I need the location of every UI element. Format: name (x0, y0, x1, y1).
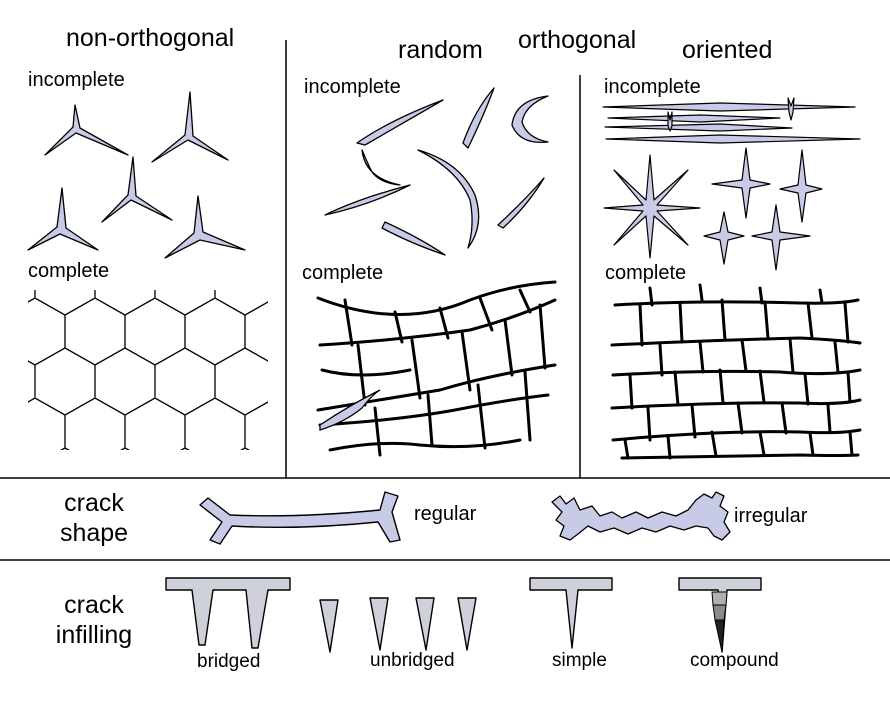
label-unbridged: unbridged (370, 650, 455, 671)
random-scattered-cracks (324, 87, 549, 256)
row-label-crack-infilling-line1: crack (64, 591, 124, 619)
tri-star-2 (151, 91, 229, 163)
header-non-orthogonal: non-orthogonal (66, 24, 235, 52)
subheader-complete-right: complete (605, 262, 687, 284)
oriented-crack-network (610, 283, 862, 460)
subheader-incomplete-right: incomplete (604, 76, 701, 98)
header-oriented: oriented (682, 36, 773, 64)
random-crack-3 (511, 95, 549, 144)
subheader-complete-middle: complete (302, 262, 384, 284)
label-irregular: irregular (734, 505, 808, 527)
oriented-star-cracks (603, 147, 823, 271)
oriented-spike-2 (667, 111, 673, 132)
compound-layers (711, 591, 728, 653)
unbridged-wedge-2 (369, 597, 389, 651)
oriented-spike-1 (787, 97, 795, 121)
infill-shapes (165, 577, 762, 653)
oriented-star-2 (711, 147, 771, 219)
bridged-infill (165, 577, 291, 649)
subheader-incomplete-left: incomplete (28, 69, 125, 91)
random-crack-network (316, 280, 557, 457)
tri-star-5 (164, 195, 246, 259)
irregular-crack-shape (551, 491, 731, 541)
oriented-line-1 (602, 102, 856, 112)
row-label-crack-infilling-line2: infilling (55, 621, 133, 649)
grid-lines (0, 40, 890, 561)
unbridged-wedge-1 (319, 599, 339, 653)
label-simple: simple (552, 650, 607, 671)
row-label-crack-shape-line1: crack (64, 489, 124, 517)
random-crack-4 (361, 149, 401, 186)
row-label-crack-infilling: crack infilling (36, 590, 152, 650)
tri-star-3 (101, 156, 173, 223)
unbridged-wedge-3 (415, 597, 435, 651)
header-orthogonal: orthogonal (518, 26, 637, 54)
oriented-star-large (603, 154, 701, 259)
random-curved-crack (319, 389, 381, 431)
oriented-line-4 (605, 134, 861, 144)
simple-infill (529, 577, 613, 649)
subheader-incomplete-middle: incomplete (304, 76, 401, 98)
label-compound: compound (690, 650, 779, 671)
random-crack-7 (497, 177, 545, 229)
subheader-complete-left: complete (28, 260, 110, 282)
random-crack-8 (381, 221, 446, 256)
random-crack-1 (356, 99, 444, 146)
oriented-line-cracks (602, 97, 861, 144)
label-regular: regular (414, 503, 477, 525)
oriented-star-5 (751, 204, 811, 271)
random-crack-5 (417, 149, 480, 249)
row-label-crack-shape-line2: shape (59, 519, 129, 547)
random-crack-2 (462, 87, 495, 149)
tri-star-4 (27, 187, 99, 251)
oriented-star-3 (779, 149, 823, 223)
header-random: random (398, 36, 483, 64)
tri-star-cracks (27, 91, 246, 259)
tri-star-1 (44, 104, 129, 156)
hexagon-network (28, 290, 268, 450)
random-crack-6 (324, 184, 411, 216)
regular-crack-shape (199, 491, 401, 545)
label-bridged: bridged (197, 651, 261, 672)
unbridged-wedge-4 (457, 597, 477, 651)
oriented-line-2 (607, 114, 781, 123)
row-label-crack-shape: crack shape (44, 488, 144, 548)
oriented-line-3 (604, 123, 793, 132)
oriented-star-4 (703, 211, 745, 265)
